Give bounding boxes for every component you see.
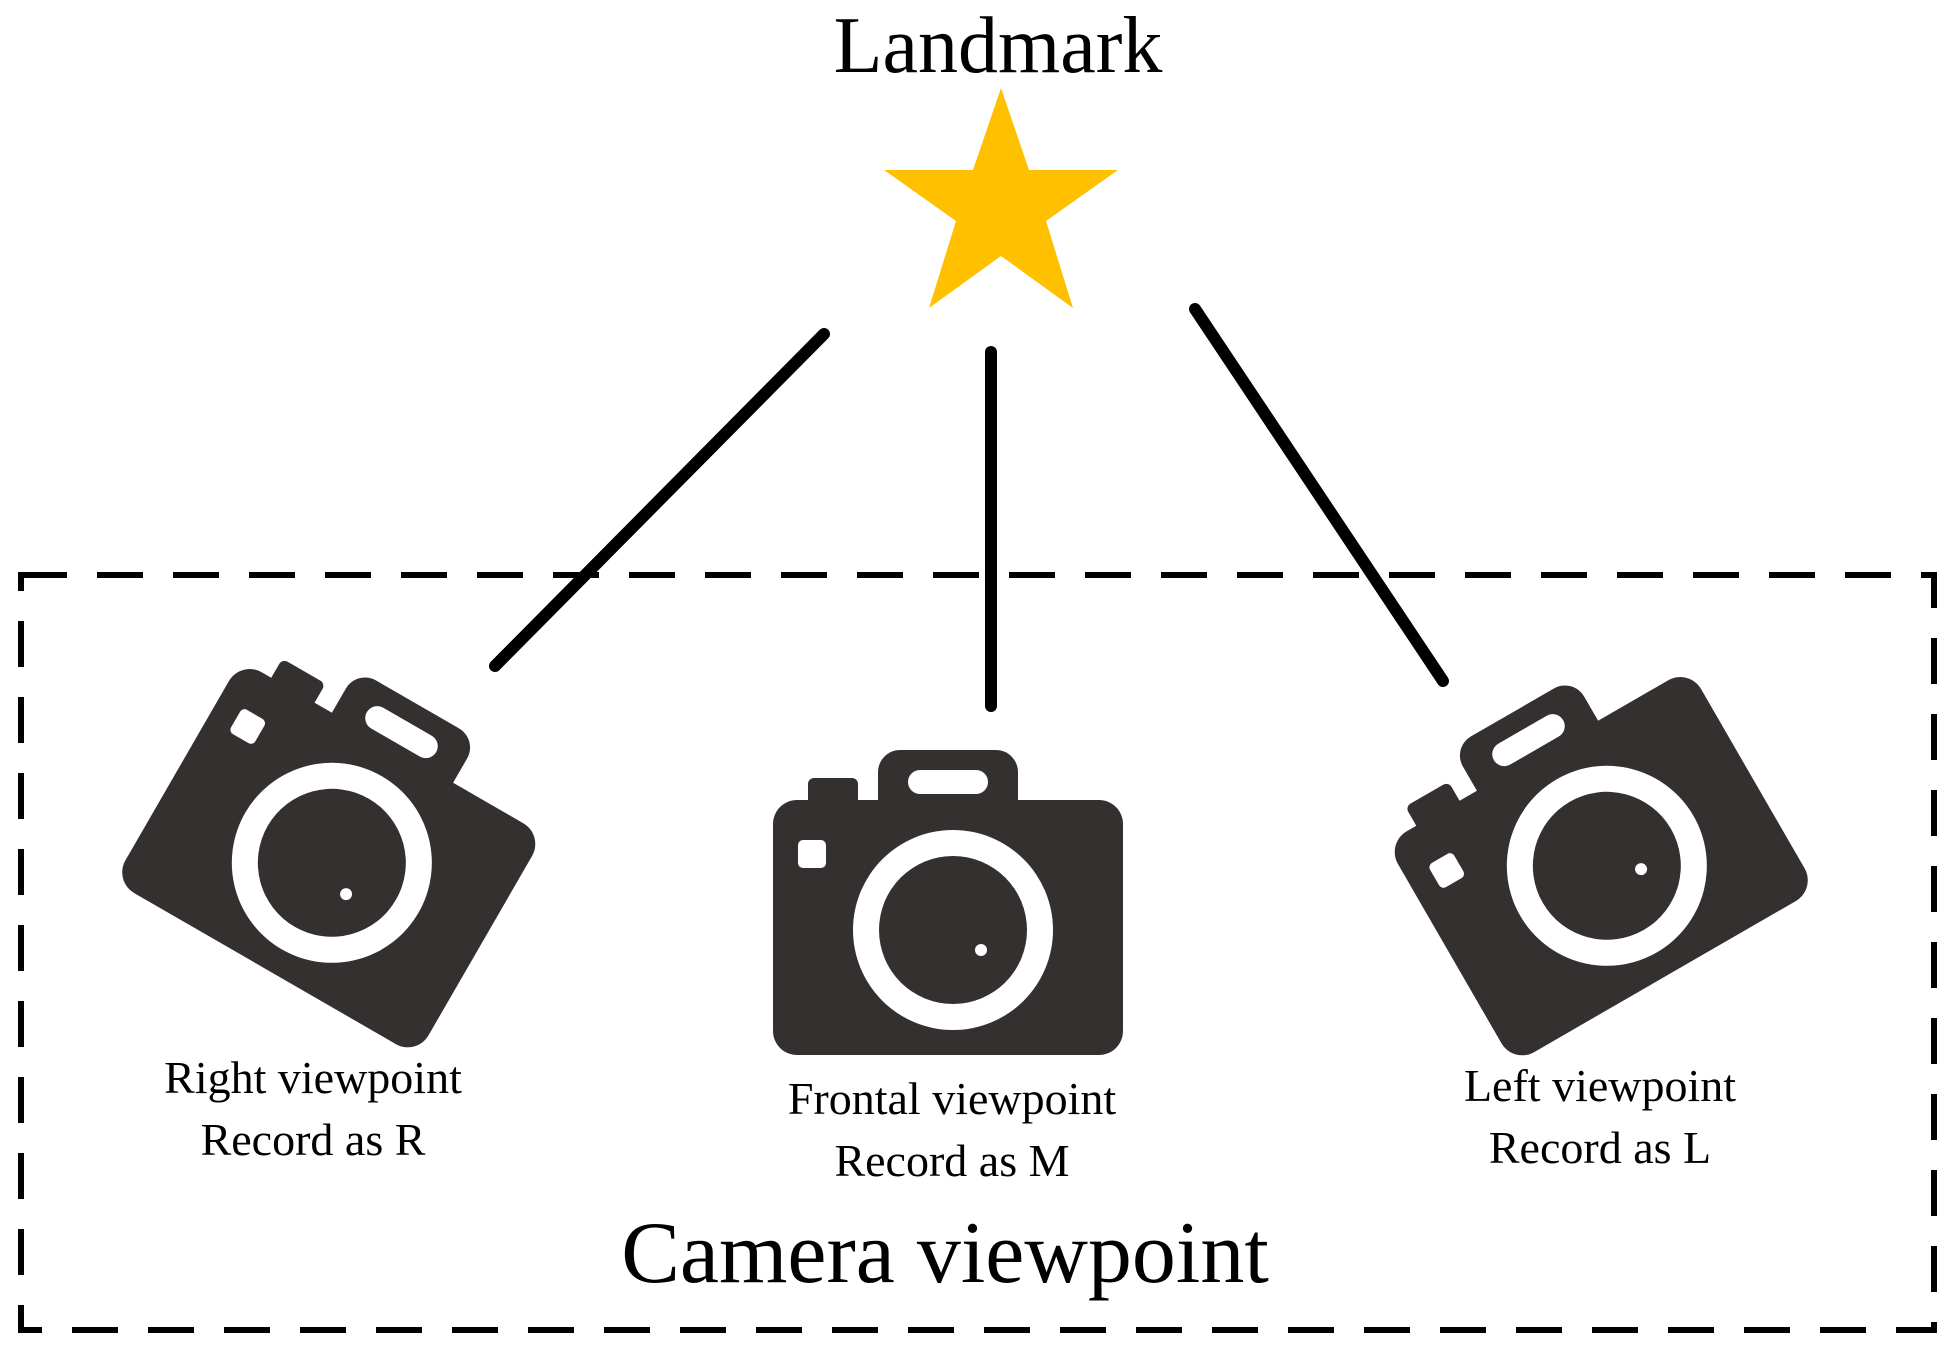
camera-icon-right xyxy=(113,616,570,1057)
camera-viewpoint-region xyxy=(18,572,1937,1333)
camera-label-right: Right viewpoint Record as R xyxy=(164,1047,462,1171)
landmark-title: Landmark xyxy=(833,2,1163,90)
camera-record-right: Record as R xyxy=(200,1114,426,1165)
sight-line-left xyxy=(1189,303,1449,687)
camera-name-left: Left viewpoint xyxy=(1463,1060,1737,1111)
landmark-star-icon xyxy=(884,88,1118,308)
camera-icon-left xyxy=(1360,624,1817,1065)
sight-line-right xyxy=(489,328,830,672)
camera-label-frontal: Frontal viewpoint Record as M xyxy=(788,1068,1116,1192)
camera-record-left: Record as L xyxy=(1488,1122,1712,1173)
camera-viewpoint-title: Camera viewpoint xyxy=(621,1205,1269,1302)
camera-icon-frontal xyxy=(773,750,1123,1055)
camera-name-frontal: Frontal viewpoint xyxy=(787,1073,1117,1124)
camera-record-frontal: Record as M xyxy=(834,1135,1070,1186)
camera-label-left: Left viewpoint Record as L xyxy=(1464,1055,1736,1179)
camera-name-right: Right viewpoint xyxy=(164,1052,462,1103)
